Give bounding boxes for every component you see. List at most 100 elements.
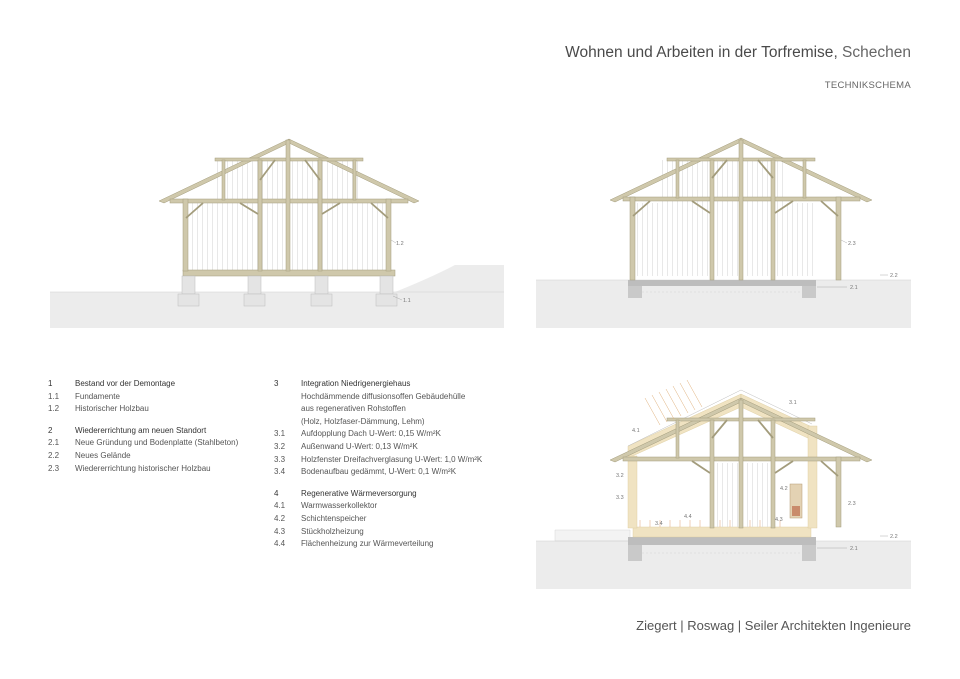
legend-text: Regenerative Wärmeversorgung (301, 488, 417, 498)
roof-left (609, 397, 742, 463)
label-3-2: 3.2 (616, 473, 624, 479)
post-7 (352, 159, 357, 201)
legend-gap (48, 416, 238, 425)
legend-row: 2.2 Neues Gelände (48, 450, 238, 463)
legend-text: Schichtenspeicher (301, 513, 367, 523)
legend-num: 4.3 (274, 526, 286, 536)
ground-fill (50, 292, 504, 328)
wall-insulation-left (627, 455, 638, 529)
floor-heating-arrows (639, 520, 781, 527)
ground-fill (536, 280, 911, 328)
legend-row: 1 Bestand vor der Demontage (48, 378, 238, 391)
legend-num (274, 391, 301, 404)
legend-text: Historischer Holzbau (75, 404, 149, 414)
ground-fill (536, 541, 911, 589)
legend-num: 4.2 (274, 513, 286, 523)
post-2 (709, 159, 715, 281)
post-2 (257, 159, 263, 272)
post-1 (629, 196, 636, 281)
solar-rays (644, 379, 703, 426)
floor-slab (628, 537, 816, 545)
legend-gap (274, 479, 482, 488)
legend-text: Wiedererrichtung historischer Holzbau (75, 463, 211, 473)
legend-row: 3.1 Aufdopplung Dach U-Wert: 0,15 W/m²K (274, 428, 482, 441)
foundation-4 (379, 275, 394, 295)
floor-slab (628, 280, 816, 286)
label-1-2: 1.2 (396, 241, 404, 247)
legend-row: 3 Integration Niedrigenergiehaus (274, 378, 482, 391)
post-4 (770, 159, 776, 281)
label-2-3: 2.3 (848, 241, 856, 247)
legend-row: 1.2 Historischer Holzbau (48, 403, 238, 416)
legend-row: 4 Regenerative Wärmeversorgung (274, 488, 482, 501)
legend-num: 2.1 (48, 438, 60, 448)
title-separator: , (833, 44, 838, 61)
legend-num: 4.4 (274, 539, 286, 549)
legend-num: 2.2 (48, 450, 60, 460)
post-3 (285, 139, 291, 272)
legend-text: (Holz, Holzfaser-Dämmung, Lehm) (301, 416, 425, 426)
label-4-4: 4.4 (684, 514, 692, 520)
post-5 (835, 196, 842, 281)
label-4-1: 4.1 (632, 428, 640, 434)
legend-num: 3.2 (274, 441, 286, 451)
legend-num: 3.4 (274, 467, 286, 477)
page-subtitle: TECHNIKSCHEMA (824, 80, 911, 91)
legend-text: Integration Niedrigenergiehaus (301, 379, 411, 388)
label-4-3: 4.3 (775, 517, 783, 523)
legend-num: 1.2 (48, 404, 60, 414)
post-5 (385, 198, 392, 272)
legend-row: aus regenerativen Rohstoffen (274, 403, 482, 416)
legend-num: 2.3 (48, 463, 60, 473)
roof-outline (627, 389, 813, 447)
section-existing: 1.2 1.1 (50, 138, 504, 328)
label-1-1: 1.1 (403, 298, 411, 304)
foundation-right (802, 286, 816, 298)
legend-row: 2.1 Neue Gründung und Bodenplatte (Stahlb… (48, 437, 238, 450)
wall-insulation-right (807, 425, 818, 529)
legend-row: 3.4 Bodenaufbau gedämmt, U-Wert: 0,1 W/m²… (274, 466, 482, 479)
legend-row: 4.2 Schichtenspeicher (274, 513, 482, 526)
legend-num: 4.1 (274, 501, 286, 511)
label-2-2: 2.2 (890, 273, 898, 279)
label-2-3: 2.3 (848, 501, 856, 507)
legend-text: Außenwand U-Wert: 0,13 W/m²K (301, 441, 418, 451)
section-rebuilt: 2.3 2.2 2.1 (536, 137, 911, 328)
legend-row: Hochdämmende diffusionsoffen Gebäudehüll… (274, 391, 482, 404)
legend-text: Aufdopplung Dach U-Wert: 0,15 W/m²K (301, 429, 441, 439)
section-low-energy: 3.1 4.1 3.2 3.3 3.4 4.4 4.2 4.3 2.3 2.2 … (536, 379, 911, 589)
post-6 (221, 159, 226, 201)
post-1 (182, 198, 189, 272)
foundation-left (628, 545, 642, 561)
legend-num: 1 (48, 379, 53, 388)
post-4 (317, 159, 323, 272)
legend-num: 3.1 (274, 429, 286, 439)
insulated-floor (632, 526, 812, 538)
label-3-4: 3.4 (655, 521, 663, 527)
legend-text: Wiedererrichtung am neuen Standort (75, 425, 207, 435)
legend-text: Bestand vor der Demontage (75, 379, 176, 388)
terrace (554, 529, 631, 542)
legend-text: Neue Gründung und Bodenplatte (Stahlbeto… (75, 438, 239, 448)
legend-text: Bodenaufbau gedämmt, U-Wert: 0,1 W/m²K (301, 467, 457, 477)
legend-row: 2.3 Wiedererrichtung historischer Holzbau (48, 463, 238, 476)
legend-text: Hochdämmende diffusionsoffen Gebäudehüll… (301, 391, 466, 401)
legend-num: 4 (274, 488, 279, 498)
legend-row: 2 Wiedererrichtung am neuen Standort (48, 425, 238, 438)
legend-text: Stückholzheizung (301, 526, 364, 536)
legend-row: (Holz, Holzfaser-Dämmung, Lehm) (274, 416, 482, 429)
legend-num: 2 (48, 425, 53, 435)
foundation-3 (314, 275, 329, 295)
legend-text: Neues Gelände (75, 450, 131, 460)
label-4-2: 4.2 (780, 486, 788, 492)
foundation-left (628, 286, 642, 298)
title-main: Wohnen und Arbeiten in der Torfremise (565, 44, 834, 61)
foundation-2 (247, 275, 262, 295)
legend-num: 3 (274, 379, 279, 388)
roof-right (740, 397, 873, 463)
label-2-1: 2.1 (850, 546, 858, 552)
